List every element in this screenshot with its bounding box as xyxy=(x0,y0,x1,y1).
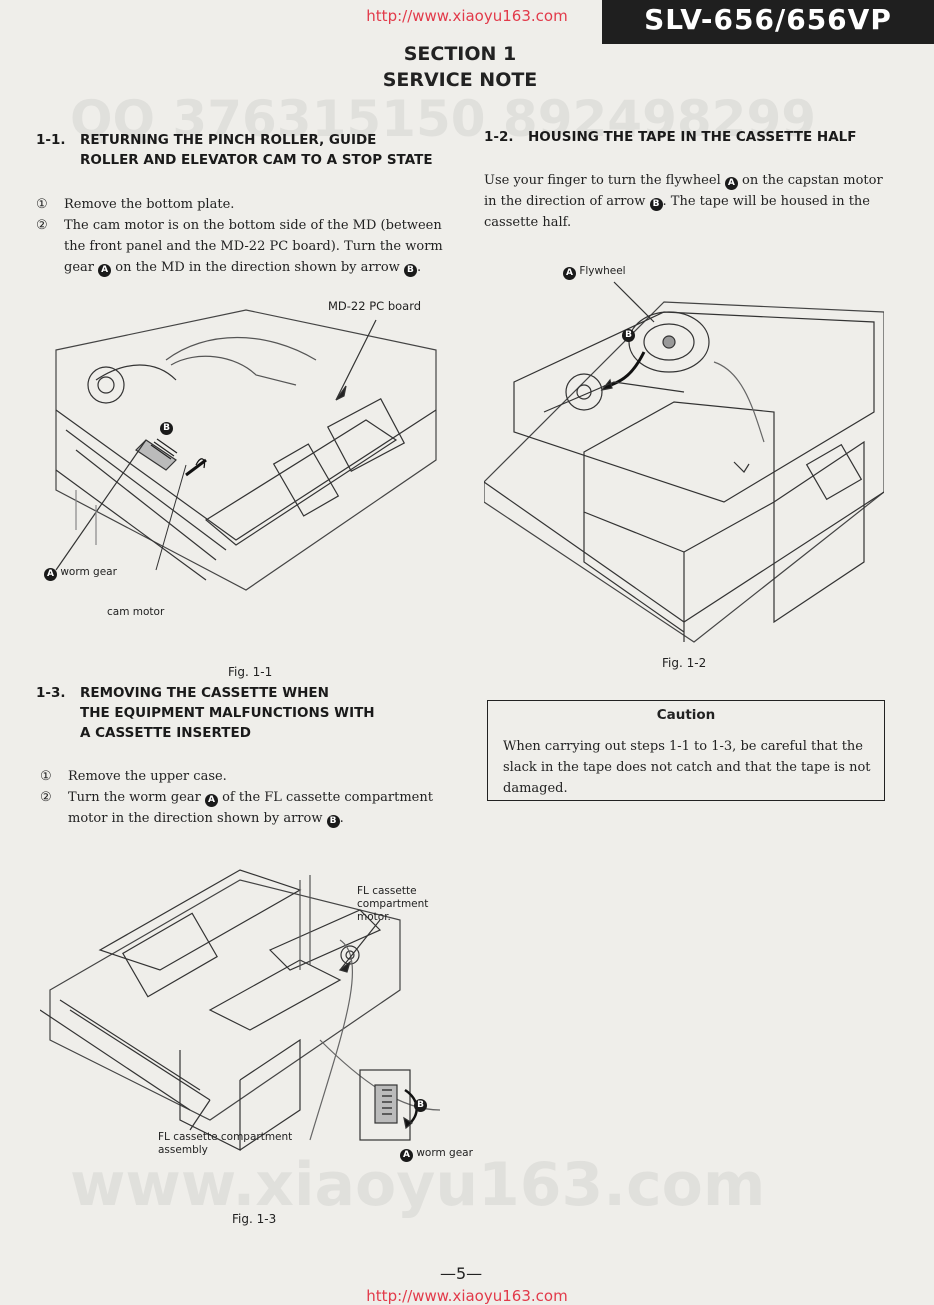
caution-line: When carrying out steps 1-1 to 1-3, be c… xyxy=(503,739,863,754)
step-text: motor in the direction shown by arrow B. xyxy=(68,811,344,828)
label-line: FL cassette compartment xyxy=(158,1131,293,1143)
caution-title: Caution xyxy=(656,707,716,723)
label-arrow-b: B xyxy=(160,420,173,435)
label-md22-board: MD-22 PC board xyxy=(328,299,422,313)
caution-text: When carrying out steps 1-1 to 1-3, be c… xyxy=(503,736,871,799)
step-1-3-2: ② Turn the worm gear A of the FL cassett… xyxy=(40,787,450,829)
badge-b-icon: B xyxy=(403,264,417,277)
heading-line: HOUSING THE TAPE IN THE CASSETTE HALF xyxy=(528,129,857,145)
label-arrow-b: B xyxy=(414,1097,427,1112)
bleed-through-watermark: www.xiaoyu163.com xyxy=(70,1150,766,1220)
step-marker: ② xyxy=(36,218,48,233)
badge-b-icon: B xyxy=(414,1099,427,1112)
source-url-bottom[interactable]: http://www.xiaoyu163.com xyxy=(366,1287,568,1305)
label-text: worm gear xyxy=(60,566,117,578)
step-text: gear A on the MD in the direction shown … xyxy=(64,260,422,277)
heading-1-1: 1-1. RETURNING THE PINCH ROLLER, GUIDE xyxy=(36,130,376,150)
paragraph-text: in the direction of arrow xyxy=(484,194,646,209)
badge-a-icon: A xyxy=(724,177,738,190)
badge-a-icon: A xyxy=(400,1149,413,1162)
step-text: Remove the bottom plate. xyxy=(64,197,235,212)
caution-line: damaged. xyxy=(503,781,568,796)
badge-a-icon: A xyxy=(44,568,57,581)
heading-line: A CASSETTE INSERTED xyxy=(80,725,251,741)
label-line: assembly xyxy=(158,1144,208,1156)
paragraph-line: Use your finger to turn the flywheel A o… xyxy=(484,170,886,191)
figure-1-1-drawing xyxy=(55,309,437,591)
badge-b-icon: B xyxy=(160,422,173,435)
badge-a-icon: A xyxy=(98,264,112,277)
heading-number: 1-1. xyxy=(36,132,66,148)
step-text: Turn the worm gear A of the FL cassette … xyxy=(68,787,433,808)
label-fl-motor: FL cassette compartment motor. xyxy=(357,885,428,924)
source-url-top[interactable]: http://www.xiaoyu163.com xyxy=(366,7,568,25)
paragraph-line: in the direction of arrow B. The tape wi… xyxy=(484,191,886,212)
heading-1-1-cont: ROLLER AND ELEVATOR CAM TO A STOP STATE xyxy=(36,150,433,170)
figure-caption-1-1: Fig. 1-1 xyxy=(228,665,273,679)
heading-line: REMOVING THE CASSETTE WHEN xyxy=(80,685,329,701)
heading-1-2: 1-2. HOUSING THE TAPE IN THE CASSETTE HA… xyxy=(484,127,857,147)
paragraph-text: . The tape will be housed in the xyxy=(662,194,870,209)
label-worm-gear-1-3: A worm gear xyxy=(400,1147,473,1162)
label-flywheel: A Flywheel xyxy=(563,265,626,280)
label-line: FL cassette xyxy=(357,885,417,897)
step-text: Remove the upper case. xyxy=(68,769,227,784)
heading-line: ROLLER AND ELEVATOR CAM TO A STOP STATE xyxy=(80,152,433,168)
label-worm-gear: A worm gear xyxy=(44,566,117,581)
badge-b-icon: B xyxy=(649,198,663,211)
heading-1-3: 1-3. REMOVING THE CASSETTE WHEN xyxy=(36,683,329,703)
caution-box: Caution When carrying out steps 1-1 to 1… xyxy=(487,700,885,801)
step-1-1-2: ② The cam motor is on the bottom side of… xyxy=(36,215,446,278)
page-number: —5— xyxy=(440,1264,483,1283)
figure-1-2-drawing xyxy=(484,281,884,643)
step-marker: ② xyxy=(40,790,52,805)
label-text: Flywheel xyxy=(579,265,626,277)
badge-b-icon: B xyxy=(326,815,340,828)
bleed-through-watermark: QQ 376315150 892498299 xyxy=(70,90,817,148)
step-marker: ① xyxy=(40,769,52,784)
paragraph-line: cassette half. xyxy=(484,215,572,230)
label-line: compartment xyxy=(357,898,429,910)
step-marker: ① xyxy=(36,197,48,212)
heading-number: 1-3. xyxy=(36,685,66,701)
figure-caption-1-3: Fig. 1-3 xyxy=(232,1212,277,1226)
step-text-part: gear xyxy=(64,260,94,275)
step-text: The cam motor is on the bottom side of t… xyxy=(64,218,442,233)
step-text: the front panel and the MD-22 PC board).… xyxy=(64,239,443,254)
step-text-part: Turn the worm gear xyxy=(68,790,201,805)
badge-a-icon: A xyxy=(563,267,576,280)
paragraph-1-2: Use your finger to turn the flywheel A o… xyxy=(484,170,886,233)
paragraph-text: on the capstan motor xyxy=(742,173,883,188)
paragraph-text: Use your finger to turn the flywheel xyxy=(484,173,721,188)
heading-line: RETURNING THE PINCH ROLLER, GUIDE xyxy=(80,132,377,148)
figure-1-3-drawing xyxy=(40,869,441,1151)
section-title: SERVICE NOTE xyxy=(382,69,538,91)
step-text-part: of the FL cassette compartment xyxy=(222,790,433,805)
badge-a-icon: A xyxy=(204,794,218,807)
label-text: worm gear xyxy=(416,1147,473,1159)
badge-b-icon: B xyxy=(622,329,635,342)
label-cam-motor: cam motor xyxy=(107,606,165,618)
label-arrow-b: B xyxy=(622,327,635,342)
section-number: SECTION 1 xyxy=(403,43,517,65)
heading-1-3-cont: THE EQUIPMENT MALFUNCTIONS WITH xyxy=(36,703,375,723)
heading-number: 1-2. xyxy=(484,129,514,145)
label-line: motor. xyxy=(357,911,391,923)
caution-line: slack in the tape does not catch and tha… xyxy=(503,760,871,775)
figure-caption-1-2: Fig. 1-2 xyxy=(662,656,707,670)
step-text-part: on the MD in the direction shown by arro… xyxy=(115,260,400,275)
step-text-part: motor in the direction shown by arrow xyxy=(68,811,323,826)
heading-1-3-cont: A CASSETTE INSERTED xyxy=(36,723,251,743)
heading-line: THE EQUIPMENT MALFUNCTIONS WITH xyxy=(80,705,375,721)
label-fl-assembly: FL cassette compartment assembly xyxy=(158,1131,292,1157)
model-banner: SLV-656/656VP xyxy=(602,0,934,44)
